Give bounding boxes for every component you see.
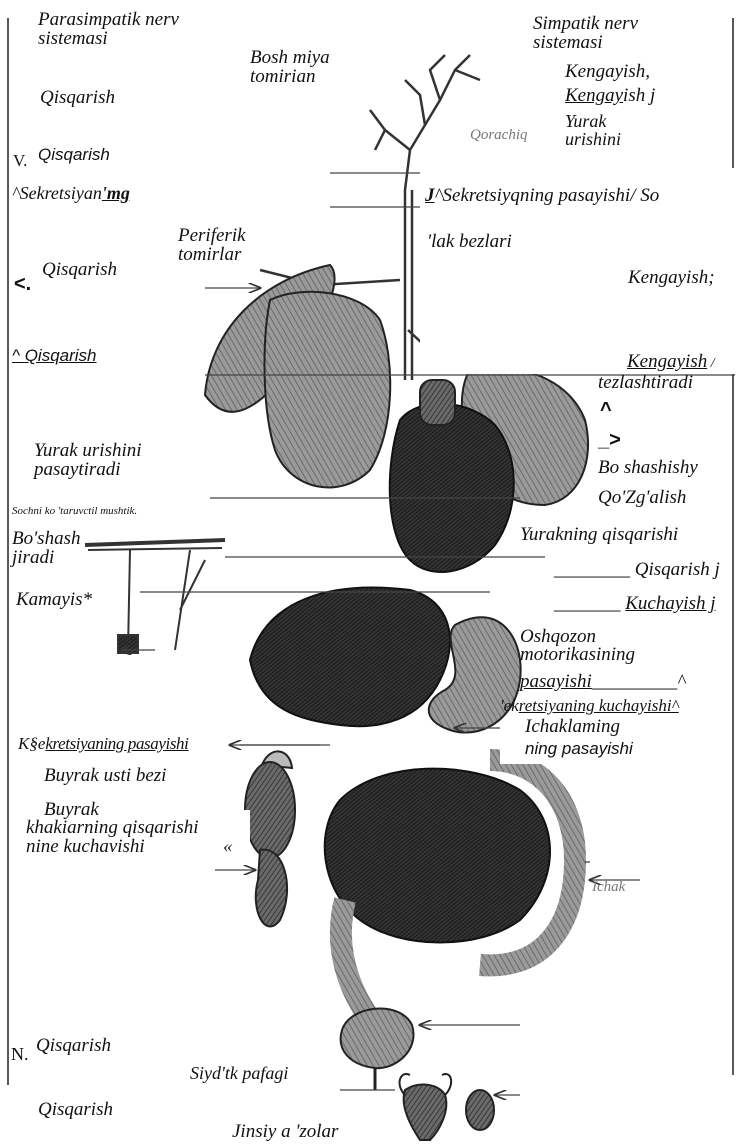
label-yurakning-qisqarishi: Yurakning qisqarishi — [520, 525, 678, 544]
bladder-shape — [341, 1009, 414, 1069]
label-ichaklaming: Ichaklaming — [525, 717, 620, 736]
left-arrow-symbol: <. — [14, 274, 31, 294]
label-kengayish-2: Kengayish j — [565, 86, 655, 105]
label-kamayis: Kamayis* — [16, 590, 92, 609]
label-sekretsiya-right-j: J — [425, 185, 435, 206]
label-sekretsiya-left-suffix: 'mg — [102, 183, 130, 203]
label-tezlashtiradi: tezlashtiradi — [598, 373, 693, 392]
uterus-shape — [404, 1085, 447, 1140]
label-kengayish-4: Kengayish / — [627, 352, 715, 371]
label-pasayishi: pasayishi_________^ — [520, 672, 685, 691]
label-yurak-urishini: Yurak urishini — [565, 112, 621, 148]
label-siydik-pufagi: Siyd'tk pafagi — [190, 1064, 288, 1082]
label-bosh-miya: Bosh miya tomirian — [250, 48, 330, 86]
label-qisqarish-4: ^ Qisqarish — [12, 347, 97, 364]
label-sekretsiya-right: J^Sekretsiyqning pasayishi/ So — [425, 186, 659, 205]
label-kengayish-4-underlined: Kengayish — [627, 351, 707, 372]
label-boshashishy: Bo shashishy — [598, 458, 698, 477]
ganglion-chain-shape — [256, 850, 287, 927]
label-qisqarish-6: Qisqarish — [38, 1100, 113, 1119]
left-lung-shape — [265, 292, 391, 488]
label-sekretsiya-left: ^Sekretsiyan'mg — [12, 184, 130, 202]
label-hair-muscle: Sochni ko 'taruvctil mushtik. — [12, 506, 137, 517]
label-qisqarish-5: Qisqarish — [36, 1036, 111, 1055]
label-pasayishi-rest: _________^ — [592, 671, 686, 692]
label-oshqozon: Oshqozon motorikasining — [520, 628, 635, 664]
label-pasayishi-text: pasayishi — [520, 671, 592, 692]
label-qisqarish-j: ________ Qisqarish j — [554, 560, 720, 579]
label-kuchayish-lead: _______ — [554, 593, 625, 614]
label-qozgalish: Qo'Zg'alish — [598, 488, 686, 507]
label-ekretsiya-lead: 'ek — [500, 696, 519, 715]
label-ichak: Ichak — [592, 880, 625, 895]
label-periferik: Periferik tomirlar — [178, 226, 246, 264]
intestines-shape — [325, 769, 550, 943]
label-qorachiq: Qorachiq — [470, 128, 528, 143]
label-qisqarish-3: Qisqarish — [42, 260, 117, 279]
label-qisqarish-2: Qisqarish — [38, 146, 110, 163]
label-buyrak-usti-bezi: Buyrak usti bezi — [44, 766, 166, 785]
label-lak-bezlari: 'lak bezlari — [427, 232, 512, 251]
testis-shape — [466, 1090, 494, 1130]
right-arrow-symbol: _> — [598, 430, 621, 450]
label-yurak-pasaytiradi: Yurak urishini pasaytiradi — [34, 441, 142, 479]
kidney-shape — [245, 762, 295, 858]
label-ekretsiya: 'ekretsiyaning kuchayishi^ — [500, 697, 679, 714]
label-kengayish-2-underlined: Kengay — [565, 85, 623, 106]
label-sekretsiya-right-rest: ^Sekretsiyqning pasayishi/ So — [435, 185, 660, 206]
label-jinsiy-azolar: Jinsiy a 'zolar — [232, 1122, 338, 1141]
hair-muscle-drawing — [85, 540, 225, 653]
label-kengayish-2-rest: ish j — [623, 85, 655, 106]
parasympathetic-system-heading: Parasimpatik nerv sistemasi — [38, 10, 179, 48]
liver-shape — [250, 588, 450, 727]
label-ning-pasayishi: ning pasayishi — [525, 740, 633, 757]
caret-symbol: ^ — [600, 400, 612, 420]
heart-shape — [390, 404, 514, 572]
label-n-prefix: N. — [11, 1045, 29, 1063]
label-ekretsiya-text: retsiyaning kuchayishi^ — [519, 696, 679, 715]
label-guillemet: « — [223, 837, 233, 856]
label-kengayish-3: Kengayish; — [628, 268, 715, 287]
sympathetic-system-heading: Simpatik nerv sistemasi — [533, 14, 638, 52]
label-ks-sekretsiya: K§ekretsiyaning pasayishi — [18, 735, 188, 752]
label-qisqarish-1: Qisqarish — [40, 88, 115, 107]
label-sekretsiya-left-text: ^Sekretsiyan — [12, 183, 102, 203]
label-boshash: Bo'shash jiradi — [12, 529, 80, 567]
label-v-prefix: V. — [13, 152, 27, 169]
label-kuchayish: _______ Kuchayish j — [554, 594, 716, 613]
label-kengayish-1: Kengayish, — [565, 62, 650, 81]
label-ks-suffix: kretsiyaning pasayishi — [45, 734, 188, 753]
aorta-shape — [420, 380, 455, 425]
label-kuchayish-text: Kuchayish j — [625, 593, 715, 614]
label-ks-prefix: K§e — [18, 734, 45, 753]
label-khakiarning: khakiarning qisqarishi nine kuchavishi — [26, 818, 199, 856]
label-kengayish-4-rest: / — [707, 356, 714, 371]
